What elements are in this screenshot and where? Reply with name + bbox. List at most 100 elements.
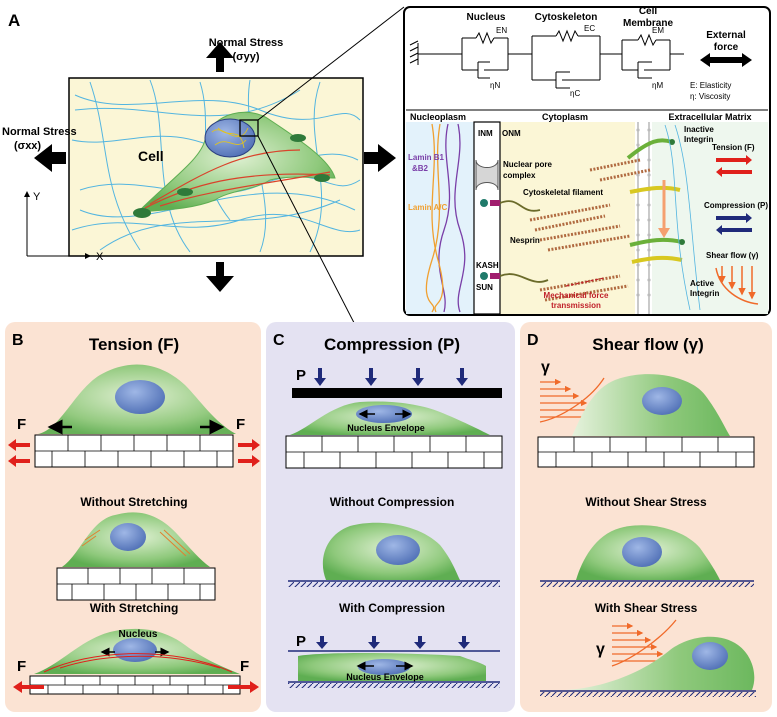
legend-compression-arrow-left [716, 225, 752, 235]
stress-fibers [81, 529, 191, 557]
lamin-b-label-1: Lamin B1 [408, 153, 445, 162]
eta-m-label: ηM [652, 81, 663, 90]
nucleus-envelope-label-2: Nucleus Envelope [346, 672, 424, 682]
cell-membrane [635, 122, 652, 314]
cytoskeletal-filaments [529, 158, 651, 302]
with-shear-label: With Shear Stress [595, 601, 698, 615]
p-bottom-label: P [296, 633, 306, 650]
active-integrin-label-2: Integrin [690, 289, 719, 298]
arrow-left-icon [8, 455, 30, 467]
active-integrin-label-1: Active [690, 279, 715, 288]
compression-plate [292, 388, 502, 398]
inm-label: INM [478, 129, 493, 138]
legend-tension-arrow-left [716, 167, 752, 177]
f-left-label-2: F [17, 658, 26, 675]
arrow-left-icon [13, 681, 44, 693]
ecm-fibers-detail [664, 124, 701, 311]
substrate-hatch [288, 582, 500, 587]
panel-a-letter: A [8, 11, 20, 30]
normal-stress-y-label: Normal Stress [209, 37, 284, 49]
model-membrane-label-1: Cell [639, 6, 658, 17]
axis-y-label: Y [33, 191, 41, 203]
ecm-label: Extracellular Matrix [668, 112, 751, 122]
arrow-down-icon [206, 262, 234, 292]
model-cytoskeleton-label: Cytoskeleton [535, 12, 598, 23]
lamins [425, 123, 466, 313]
npc-label-1: Nuclear pore [503, 160, 552, 169]
panel-b-title: Tension (F) [89, 335, 179, 354]
force-transmission-arrow [565, 277, 605, 287]
substrate-grid [34, 434, 234, 468]
cytoskeletal-filament-label: Cytoskeletal filament [523, 188, 603, 197]
nucleus-envelope-label: Nucleus Envelope [347, 423, 425, 433]
nucleus [356, 405, 412, 423]
legend-elasticity: E: Elasticity [690, 81, 731, 90]
mechanical-force-label-1: Mechanical force [544, 291, 609, 300]
substrate-grid [537, 436, 755, 468]
onm-label: ONM [502, 129, 521, 138]
nucleus [113, 638, 157, 662]
normal-stress-x-symbol: (σxx) [14, 140, 41, 152]
zoom-region [239, 119, 259, 137]
panel-c-title: Compression (P) [324, 335, 460, 354]
nucleus [204, 118, 256, 158]
legend-compression-label: Compression (P) [704, 201, 768, 210]
axis-x-label: X [96, 251, 104, 263]
legend-viscosity: η: Viscosity [690, 92, 730, 101]
arrow-left-icon [8, 439, 30, 451]
focal-adhesion [314, 174, 330, 182]
double-arrow-icon [700, 53, 752, 67]
nucleus [358, 659, 410, 675]
nucleoplasm-region [406, 122, 474, 314]
inactive-integrin-label-1: Inactive [684, 125, 714, 134]
f-right-label: F [236, 416, 245, 433]
compression-arrows [314, 368, 468, 386]
stress-fibers [43, 653, 233, 673]
legend-tension-arrow-right [716, 155, 752, 165]
linc-complex [480, 199, 549, 283]
sun-label: SUN [476, 283, 493, 292]
legend-tension-label: Tension (F) [712, 143, 755, 152]
e-m-label: EM [652, 26, 664, 35]
arrow-left-icon [34, 144, 66, 172]
stress-fibers [144, 149, 331, 209]
with-compression-label: With Compression [339, 601, 445, 615]
nuclear-envelope [473, 121, 501, 315]
mechanical-force-label-2: transmission [551, 301, 601, 310]
focal-adhesion [133, 208, 151, 218]
panel-a: A [2, 6, 771, 421]
panel-d: D Shear flow (γ) γ Without Shear Stress … [520, 322, 772, 712]
normal-stress-x-label: Normal Stress [2, 126, 77, 138]
lamin-b-label-2: &B2 [412, 164, 429, 173]
nucleus [110, 523, 146, 551]
model-nucleus-label: Nucleus [467, 12, 506, 23]
gamma-bottom-label: γ [596, 641, 605, 658]
arrow-right-icon [238, 455, 260, 467]
f-right-label-2: F [240, 658, 249, 675]
nesprin-label: Nesprin [510, 236, 540, 245]
normal-stress-y-symbol: (σyy) [232, 51, 259, 63]
substrate-hatch [540, 692, 756, 697]
arrow-right-icon [228, 681, 259, 693]
kash-label: KASH [476, 261, 499, 270]
arrow-right-icon [364, 144, 396, 172]
compression-arrows [316, 636, 470, 649]
without-stretching-label: Without Stretching [80, 495, 187, 509]
chromatin [211, 127, 249, 149]
e-c-label: EC [584, 24, 595, 33]
lamin-ac-label: Lamin A/C [408, 203, 447, 212]
with-stretching-label: With Stretching [90, 601, 179, 615]
cytoplasm-region [500, 122, 635, 314]
viscoelastic-model [409, 29, 684, 89]
without-compression-label: Without Compression [330, 495, 455, 509]
substrate-grid [56, 567, 216, 601]
integrins [626, 138, 685, 264]
nucleus [692, 642, 728, 670]
nuclear-pore [475, 159, 499, 191]
cell-label: Cell [138, 148, 164, 164]
legend-shear-label: Shear flow (γ) [706, 251, 759, 260]
zoom-line [257, 6, 405, 121]
p-top-label: P [296, 367, 306, 384]
focal-adhesion [177, 188, 193, 196]
